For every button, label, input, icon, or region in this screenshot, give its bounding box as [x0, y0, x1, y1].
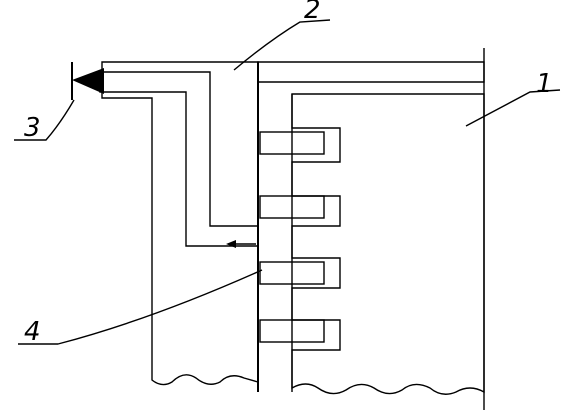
- part-2-housing: [99, 61, 259, 386]
- leader-2: [233, 19, 331, 71]
- label-part-4: 4: [24, 317, 41, 347]
- label-part-1: 1: [536, 69, 553, 99]
- label-part-2: 2: [304, 0, 321, 25]
- leader-3: [14, 99, 75, 141]
- flow-arrow-icon: [226, 240, 256, 248]
- leader-4: [18, 269, 263, 345]
- black-triangle-nozzle-icon: [72, 68, 104, 94]
- label-part-3: 3: [24, 113, 41, 143]
- leader-1: [465, 89, 561, 127]
- part-3-nozzle: [71, 62, 104, 100]
- part-1-body: [291, 93, 485, 395]
